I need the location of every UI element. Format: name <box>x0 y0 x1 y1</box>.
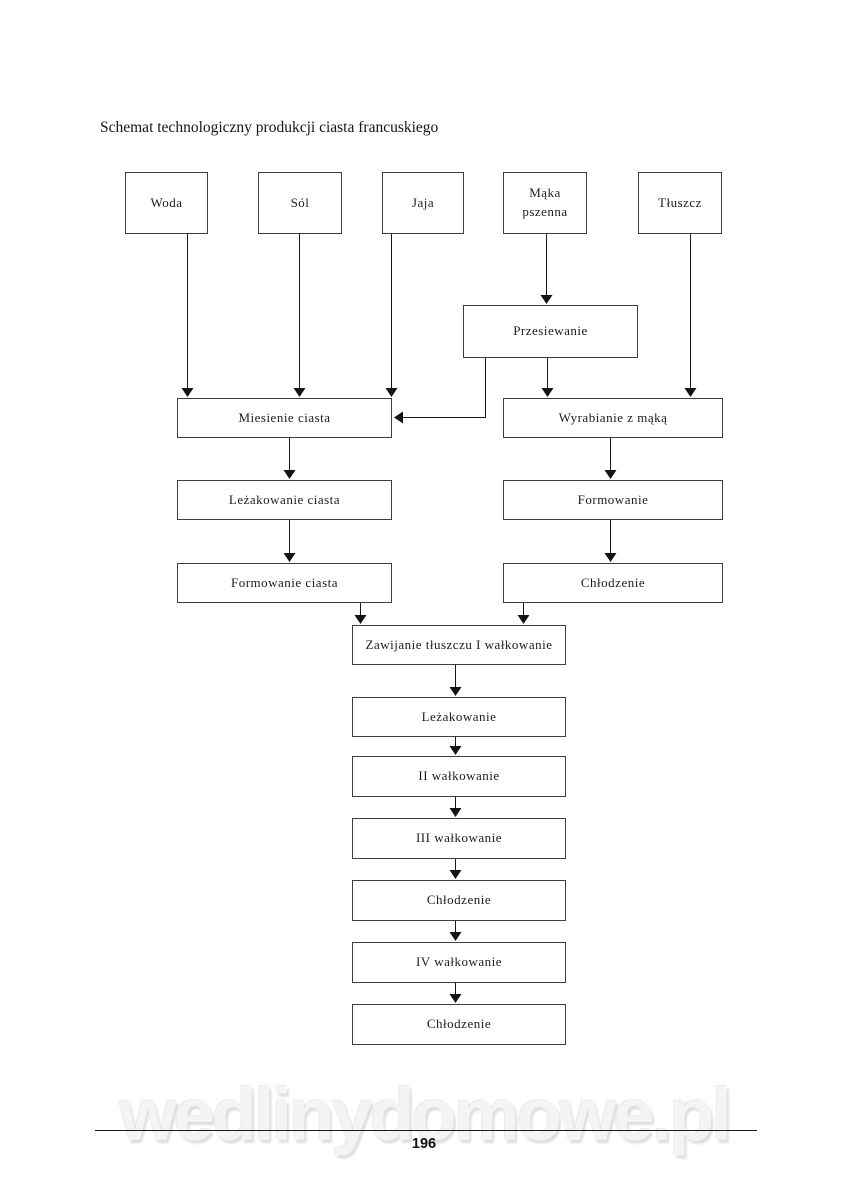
footer-divider <box>95 1130 757 1131</box>
flow-node-lezakowanie-ciasta: Leżakowanie ciasta <box>177 480 392 520</box>
flow-node-formowanie: Formowanie <box>503 480 723 520</box>
edge-jaja-miesienie <box>385 234 398 397</box>
edge-zawijanie-lezakowanie <box>449 665 462 696</box>
edge-lezakowanie-ciasta-formowanie-ciasta <box>283 520 296 562</box>
edge-iii-chlodzenie-2 <box>449 859 462 879</box>
flow-node-ii-walkowanie: II wałkowanie <box>352 756 566 797</box>
flow-node-iv-walkowanie: IV wałkowanie <box>352 942 566 983</box>
flow-node-zawijanie-tluszczu: Zawijanie tłuszczu I wałkowanie <box>352 625 566 665</box>
edge-woda-miesienie <box>181 234 194 397</box>
flow-node-przesiewanie: Przesiewanie <box>463 305 638 358</box>
flow-node-tluszcz: Tłuszcz <box>638 172 722 234</box>
edge-tluszcz-wyrabianie <box>684 234 697 397</box>
edge-przesiewanie-miesienie <box>394 358 486 424</box>
flow-node-chlodzenie-3: Chłodzenie <box>352 1004 566 1045</box>
flow-node-lezakowanie: Leżakowanie <box>352 697 566 737</box>
edge-lezakowanie-ii-walkowanie <box>449 737 462 755</box>
edge-formowanie-chlodzenie-1 <box>604 520 617 562</box>
edge-chlodzenie-2-iv-walkowanie <box>449 921 462 941</box>
watermark-text: wedlinydomowe.pl <box>119 1073 732 1156</box>
page-title: Schemat technologiczny produkcji ciasta … <box>100 119 439 136</box>
flow-node-iii-walkowanie: III wałkowanie <box>352 818 566 859</box>
edge-sol-miesienie <box>293 234 306 397</box>
flow-node-sol: Sól <box>258 172 342 234</box>
flow-node-jaja: Jaja <box>382 172 464 234</box>
flow-node-woda: Woda <box>125 172 208 234</box>
flow-node-formowanie-ciasta: Formowanie ciasta <box>177 563 392 603</box>
flow-node-chlodzenie-1: Chłodzenie <box>503 563 723 603</box>
edge-formowanie-ciasta-zawijanie <box>354 603 367 624</box>
edge-przesiewanie-wyrabianie <box>541 358 554 397</box>
edge-maka-przesiewanie <box>540 234 553 304</box>
edge-wyrabianie-formowanie <box>604 438 617 479</box>
edge-iv-chlodzenie-3 <box>449 983 462 1003</box>
edge-chlodzenie-1-zawijanie <box>517 603 530 624</box>
edge-miesienie-lezakowanie-ciasta <box>283 438 296 479</box>
page-number: 196 <box>411 1136 437 1152</box>
flow-node-wyrabianie-z-maka: Wyrabianie z mąką <box>503 398 723 438</box>
flow-node-miesienie-ciasta: Miesienie ciasta <box>177 398 392 438</box>
flow-node-chlodzenie-2: Chłodzenie <box>352 880 566 921</box>
edge-ii-iii-walkowanie <box>449 797 462 817</box>
flow-node-maka-pszenna: Mąka pszenna <box>503 172 587 234</box>
